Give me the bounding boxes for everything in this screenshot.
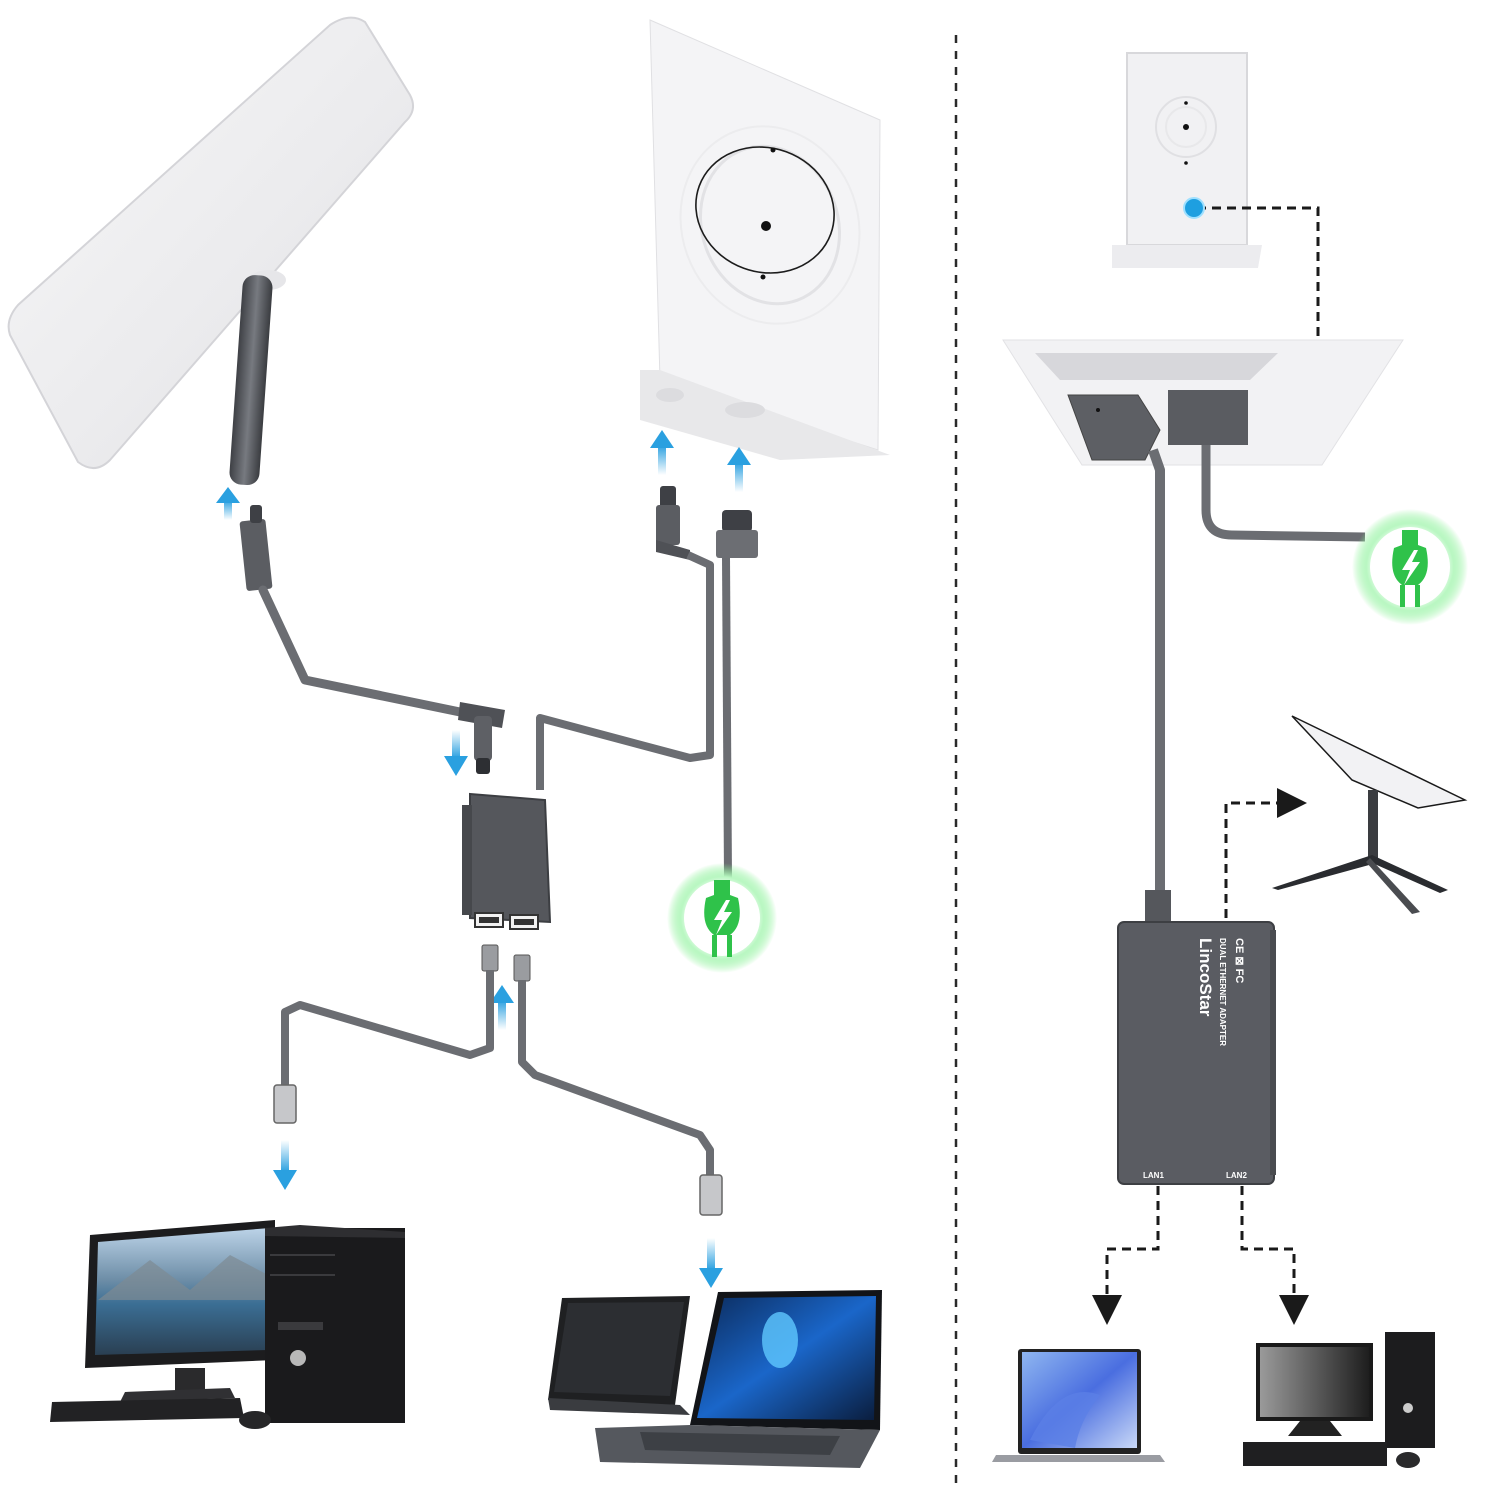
router-cable [536,486,714,790]
ethernet-adapter-icon [462,792,552,930]
power-plug-icon [1352,509,1468,625]
arrow-down-icon [444,730,468,776]
arrow-up-icon [216,487,240,520]
left-panel [7,16,890,1468]
port-label-lan2: LAN2 [1226,1171,1247,1180]
arrow-up-icon [650,430,674,475]
router-icon [640,19,890,460]
ethernet-cable-right [518,980,723,1216]
dashed-link [1092,1186,1160,1325]
adapter-cable [1148,448,1165,890]
dashed-link [1240,1186,1309,1325]
ethernet-cable-left [273,970,494,1124]
satellite-dish-icon [7,16,415,486]
right-panel: LincoStar DUAL ETHERNET ADAPTER CE ⊠ FC … [992,52,1468,1468]
desktop-pc-icon [1243,1332,1435,1468]
dish-cable [239,505,505,774]
cable-boot [1145,890,1171,924]
satellite-dish-tripod-icon [1272,715,1468,914]
arrow-down-icon [273,1140,297,1190]
arrow-down-icon [699,1238,723,1288]
laptops-icon [548,1290,882,1468]
desktop-pc-icon [50,1220,405,1429]
arrow-up-icon [490,985,514,1030]
power-cable [716,510,758,881]
power-plug-icon [667,863,777,973]
dashed-link [1197,206,1320,372]
adapter-certs: CE ⊠ FC [1233,938,1245,983]
adapter-brand: LincoStar [1196,938,1215,1017]
laptop-icon [992,1349,1165,1462]
adapter-product: DUAL ETHERNET ADAPTER [1218,938,1227,1046]
router-front-icon [1112,52,1262,268]
power-cable [1201,445,1366,542]
port-label-lan1: LAN1 [1143,1171,1164,1180]
dashed-link [1224,788,1307,918]
router-base-icon [1002,339,1404,466]
arrow-up-icon [727,447,751,492]
lincostar-adapter: LincoStar DUAL ETHERNET ADAPTER CE ⊠ FC … [1117,921,1276,1185]
marker-dot [1183,197,1205,219]
